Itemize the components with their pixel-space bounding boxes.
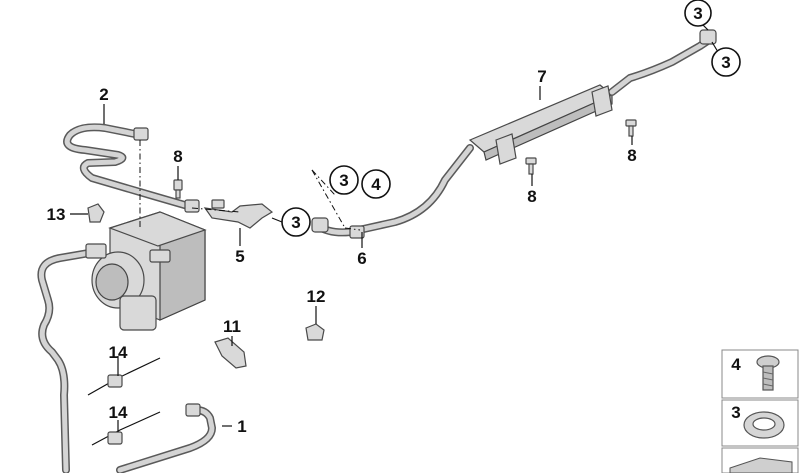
brake-hose-6 (311, 144, 474, 239)
label-12: 12 (307, 287, 326, 306)
label-8-middle: 8 (527, 187, 536, 206)
clip-12 (305, 323, 325, 341)
circled-label-3-d: 3 (711, 47, 741, 77)
assembly-lines (139, 140, 361, 231)
label-11: 11 (223, 317, 241, 336)
svg-text:3: 3 (339, 171, 348, 190)
number-labels: 2 8 13 5 6 7 8 8 11 12 14 14 1 (47, 67, 637, 436)
screw-icon (756, 355, 780, 391)
brake-line-7 (468, 29, 717, 165)
label-5: 5 (235, 247, 244, 266)
cable-tie-14a (87, 357, 161, 396)
svg-text:3: 3 (693, 4, 702, 23)
bracket-5 (203, 199, 274, 229)
clip-11 (214, 337, 247, 369)
circled-label-3-c: 3 (684, 0, 712, 27)
clip-13 (87, 203, 105, 223)
label-6: 6 (357, 249, 366, 268)
svg-text:4: 4 (371, 175, 381, 194)
legend-panel: 4 3 (721, 349, 799, 473)
bolt-8-middle (525, 157, 537, 175)
label-14-upper: 14 (109, 343, 128, 362)
circled-label-3-b: 3 (329, 165, 359, 195)
circled-label-3-a: 3 (281, 207, 311, 237)
label-1: 1 (237, 417, 246, 436)
hydraulic-unit (85, 211, 207, 331)
bolt-8-right (625, 119, 637, 137)
label-2: 2 (99, 85, 108, 104)
label-14-lower: 14 (109, 403, 128, 422)
svg-text:3: 3 (291, 213, 300, 232)
legend-item-3-label: 3 (731, 403, 740, 422)
cable-tie-14b (91, 411, 161, 446)
label-7: 7 (537, 67, 546, 86)
label-8-right: 8 (627, 146, 636, 165)
brake-line-2 (63, 123, 200, 213)
leader-lines (70, 19, 719, 432)
sealing-ring-icon (743, 411, 785, 439)
label-13: 13 (47, 205, 66, 224)
svg-text:3: 3 (721, 53, 730, 72)
legend-item-4-label: 4 (731, 355, 741, 374)
brake-line-1 (37, 248, 216, 473)
bolt-8-left (173, 179, 183, 199)
arrow-icon (729, 457, 793, 473)
circled-label-4: 4 (361, 169, 391, 199)
label-8-left: 8 (173, 147, 182, 166)
